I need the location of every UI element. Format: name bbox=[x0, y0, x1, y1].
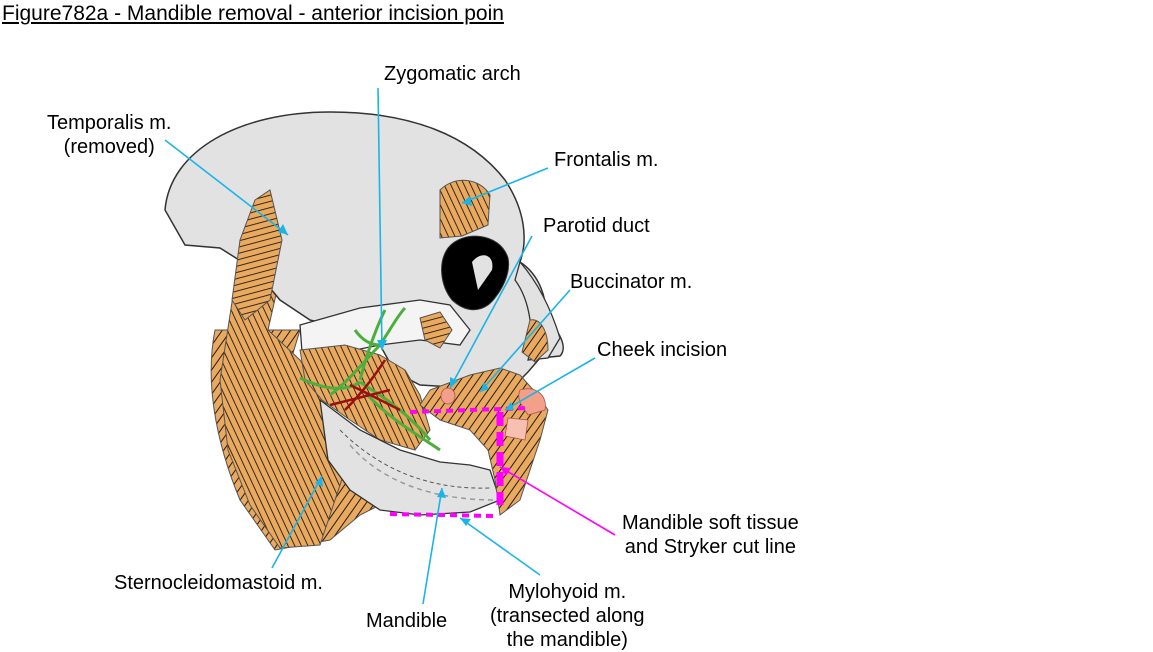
label-buccinator: Buccinator m. bbox=[570, 271, 693, 293]
leader-mylohyoid bbox=[459, 517, 541, 576]
leader-soft-tissue bbox=[499, 466, 616, 536]
label-mandible-soft-tissue: Mandible soft tissue and Stryker cut lin… bbox=[622, 512, 799, 558]
label-frontalis: Frontalis m. bbox=[554, 149, 659, 171]
temporalis-remnant bbox=[231, 189, 283, 321]
leader-parotid bbox=[449, 235, 533, 389]
label-zygomatic-arch: Zygomatic arch bbox=[384, 63, 521, 85]
lip-muscle bbox=[419, 367, 549, 516]
parotid-duct-tissue bbox=[440, 387, 456, 405]
label-temporalis: Temporalis m. (removed) bbox=[47, 112, 172, 158]
leader-cheek bbox=[504, 357, 596, 411]
leader-buccinator bbox=[479, 289, 571, 393]
nasal-muscle bbox=[521, 319, 549, 363]
leader-lines bbox=[164, 87, 616, 605]
label-sternocleidomastoid: Sternocleidomastoid m. bbox=[114, 572, 323, 594]
orbit-rim bbox=[472, 255, 493, 290]
figure-title: Figure782a - Mandible removal - anterior… bbox=[2, 2, 504, 25]
chin-tissue bbox=[504, 417, 529, 441]
label-parotid-duct: Parotid duct bbox=[543, 215, 650, 237]
leader-frontalis bbox=[461, 167, 549, 204]
arrowheads bbox=[278, 196, 514, 526]
leader-mandible bbox=[422, 487, 443, 605]
mylohyoid-line bbox=[349, 444, 496, 501]
leader-temporalis bbox=[164, 139, 289, 236]
zygomatic-muscle bbox=[419, 311, 453, 349]
label-cheek-incision: Cheek incision bbox=[597, 339, 728, 361]
label-mylohyoid: Mylohyoid m. (transected along the mandi… bbox=[490, 581, 645, 651]
label-mandible: Mandible bbox=[366, 610, 448, 632]
lip-tissue bbox=[518, 388, 546, 416]
facial-vessels bbox=[329, 359, 401, 412]
frontalis-patch bbox=[439, 179, 491, 239]
leader-sternocleidomastoid bbox=[271, 475, 323, 569]
leader-zygomatic bbox=[377, 87, 383, 351]
inferior-cut-line bbox=[389, 512, 496, 518]
